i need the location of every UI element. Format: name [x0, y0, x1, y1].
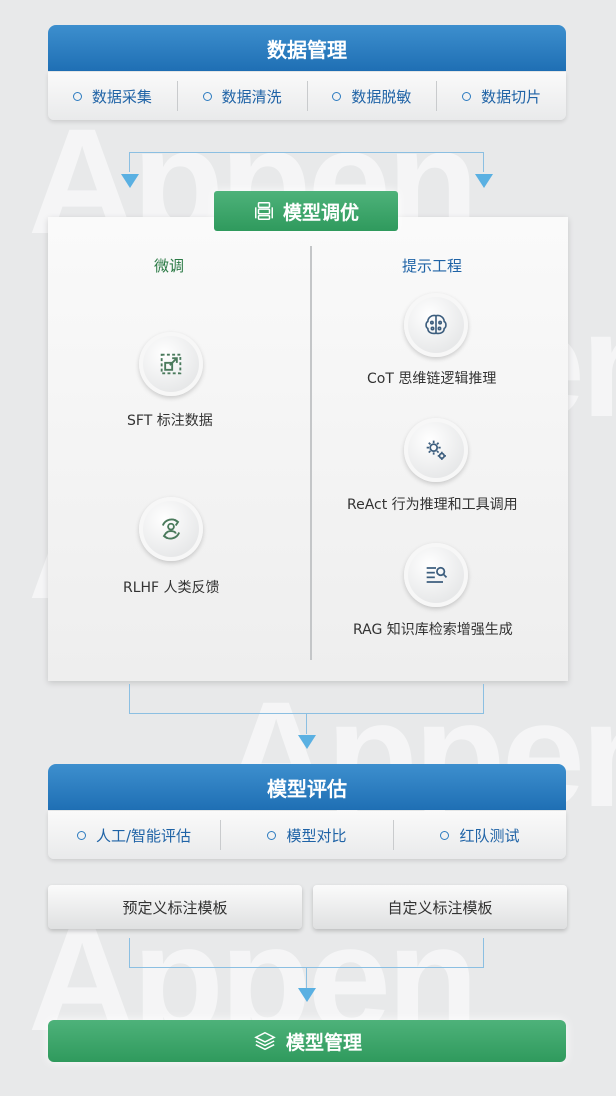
sft-label: SFT 标注数据 [127, 413, 213, 429]
circle-bullet-icon [76, 830, 86, 840]
data-management-title: 数据管理 [267, 37, 347, 62]
connector-line [129, 938, 484, 968]
model-management-header: 模型管理 [48, 1020, 566, 1062]
model-tuning-header: 模型调优 [214, 191, 398, 231]
arrow-down-icon [298, 988, 316, 1002]
circle-bullet-icon [440, 830, 450, 840]
connector-line [306, 714, 307, 734]
react-label: ReAct 行为推理和工具调用 [347, 497, 518, 513]
circle-bullet-icon [202, 91, 212, 101]
model-tuning-title: 模型调优 [282, 201, 359, 224]
layers-cube-icon [252, 1030, 278, 1052]
fine-tuning-title: 微调 [154, 257, 185, 275]
tab-human-ai-evaluation[interactable]: 人工/智能评估 [48, 820, 221, 850]
circle-bullet-icon [267, 830, 277, 840]
arrow-down-icon [121, 174, 139, 188]
predefined-template-button[interactable]: 预定义标注模板 [48, 885, 302, 929]
model-management-title: 模型管理 [285, 1031, 362, 1054]
sft-icon-button[interactable] [139, 332, 203, 396]
rag-label: RAG 知识库检索增强生成 [353, 622, 513, 638]
tab-data-collection[interactable]: 数据采集 [48, 81, 178, 111]
column-divider [310, 246, 312, 660]
connector-line [306, 968, 307, 988]
connector-line [129, 152, 484, 172]
connector-line [129, 684, 484, 714]
rag-icon-button[interactable] [404, 543, 468, 607]
tab-data-cleaning[interactable]: 数据清洗 [178, 81, 308, 111]
arrow-down-icon [475, 174, 493, 188]
rlhf-label: RLHF 人类反馈 [123, 580, 220, 596]
circle-bullet-icon [72, 91, 82, 101]
expand-icon [160, 353, 182, 375]
model-evaluation-tabs: 人工/智能评估 模型对比 红队测试 [48, 811, 566, 859]
tab-data-masking[interactable]: 数据脱敏 [308, 81, 438, 111]
tab-data-slicing[interactable]: 数据切片 [437, 81, 566, 111]
list-search-icon [426, 566, 448, 583]
circle-bullet-icon [332, 91, 342, 101]
brain-icon [425, 314, 447, 335]
data-management-tabs: 数据采集 数据清洗 数据脱敏 数据切片 [48, 72, 566, 120]
tab-model-comparison[interactable]: 模型对比 [221, 820, 394, 850]
circle-bullet-icon [462, 91, 472, 101]
user-refresh-icon [161, 518, 181, 540]
model-tuning-panel [48, 217, 568, 681]
model-evaluation-title: 模型评估 [267, 776, 347, 801]
tab-red-team-testing[interactable]: 红队测试 [394, 820, 566, 850]
model-evaluation-header: 模型评估 [48, 764, 566, 810]
gears-icon [426, 440, 446, 460]
prompt-engineering-title: 提示工程 [402, 257, 463, 275]
cot-label: CoT 思维链逻辑推理 [367, 371, 497, 387]
server-stack-icon [253, 200, 275, 222]
arrow-down-icon [298, 735, 316, 749]
custom-template-button[interactable]: 自定义标注模板 [313, 885, 567, 929]
react-icon-button[interactable] [404, 418, 468, 482]
cot-icon-button[interactable] [404, 293, 468, 357]
rlhf-icon-button[interactable] [139, 497, 203, 561]
data-management-header: 数据管理 [48, 25, 566, 71]
